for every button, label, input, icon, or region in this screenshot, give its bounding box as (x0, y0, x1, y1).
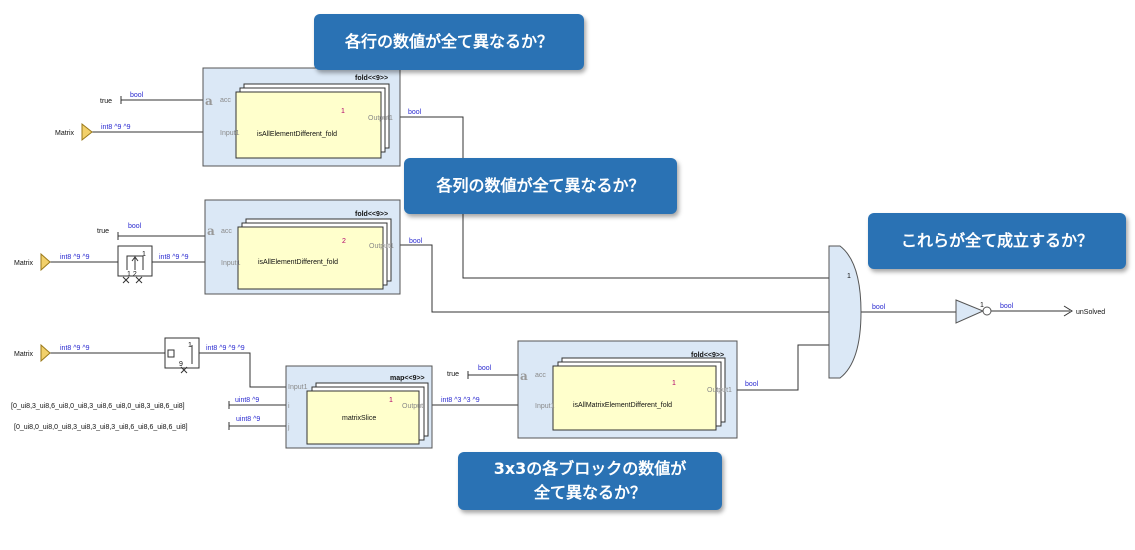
block-number: 1 (389, 397, 393, 404)
input1-port-label: Input1 (535, 403, 555, 410)
j-constant: [0_ui8,0_ui8,0_ui8,3_ui8,3_ui8,3_ui8,6_u… (14, 424, 188, 431)
output1-port-label: Output1 (368, 115, 393, 122)
callout-text: 各行の数値が全て異なるか？ (344, 32, 553, 51)
and-gate[interactable] (828, 245, 862, 379)
bool-type-label: bool (409, 238, 423, 245)
input1-port-label: Input1 (221, 260, 241, 267)
block-function-name: isAllMatrixElementDifferent_fold (573, 402, 672, 409)
output-port-label: Output (402, 403, 423, 410)
type-label: int8 ^9 ^9 (60, 254, 90, 261)
bool-type-label: bool (1000, 303, 1014, 310)
reshape-top-number: 1 (188, 342, 192, 349)
type-label: uint8 ^9 (236, 416, 260, 423)
reshape-block[interactable] (164, 337, 200, 374)
reshape-bottom-number: 9 (179, 361, 183, 368)
acc-port-label: acc (221, 228, 232, 235)
map-header: map<<9>> (390, 375, 425, 382)
output-arrow (1063, 305, 1073, 317)
callout-all: これらが全て成立するか？ (868, 213, 1126, 269)
matrix-input-port-blocks[interactable] (40, 343, 51, 363)
output-label: unSolved (1076, 309, 1105, 316)
callout-blocks: 3x3の各ブロックの数値が 全て異なるか？ (458, 452, 722, 510)
type-label: int8 ^9 ^9 (159, 254, 189, 261)
transpose-block[interactable] (117, 245, 153, 284)
fold-header: fold<<9>> (691, 352, 724, 359)
fold-block-matrix[interactable] (517, 340, 738, 439)
matrix-label: Matrix (14, 260, 34, 267)
callout-text: 3x3の各ブロックの数値が (493, 459, 687, 478)
type-label: int8 ^9 ^9 (101, 124, 131, 131)
acc-port-label: acc (220, 97, 231, 104)
bool-type-label: bool (478, 365, 492, 372)
accumulator-glyph: a (207, 224, 215, 238)
fold-header: fold<<9>> (355, 75, 388, 82)
not-gate[interactable] (955, 299, 992, 324)
bool-type-label: bool (745, 381, 759, 388)
wire-end-bars (117, 96, 469, 430)
acc-port-label: acc (535, 372, 546, 379)
block-function-name: isAllElementDifferent_fold (258, 259, 338, 266)
fold-block-rows[interactable] (202, 67, 401, 167)
bool-type-label: bool (128, 223, 142, 230)
bool-type-label: bool (130, 92, 144, 99)
accumulator-glyph: a (205, 94, 213, 108)
callout-text: 全て異なるか？ (533, 483, 646, 502)
input1-port-label: Input1 (288, 384, 308, 391)
type-label: int8 ^9 ^9 (60, 345, 90, 352)
type-label: uint8 ^9 (235, 397, 259, 404)
true-const-blocks: true (447, 371, 459, 378)
block-function-name: isAllElementDifferent_fold (257, 131, 337, 138)
true-const-cols: true (97, 228, 109, 235)
block-number: 2 (342, 238, 346, 245)
matrix-input-port-rows[interactable] (81, 122, 93, 142)
block-number: 1 (672, 380, 676, 387)
input1-port-label: Input1 (220, 130, 240, 137)
matrix-label: Matrix (14, 351, 34, 358)
output1-port-label: Output1 (707, 387, 732, 394)
bool-type-label: bool (408, 109, 422, 116)
transpose-port-numbers: 1 2 (127, 271, 137, 278)
i-constant: [0_ui8,3_ui8,6_ui8,0_ui8,3_ui8,6_ui8,0_u… (11, 403, 185, 410)
and-gate-number: 1 (847, 273, 851, 280)
callout-text: これらが全て成立するか？ (900, 231, 1093, 250)
matrix-label: Matrix (55, 130, 75, 137)
map-block-slice[interactable] (285, 365, 433, 449)
type-label: int8 ^9 ^9 ^9 (206, 345, 245, 352)
block-function-name: matrixSlice (342, 415, 376, 422)
callout-cols: 各列の数値が全て異なるか？ (404, 158, 677, 214)
callout-text: 各列の数値が全て異なるか？ (436, 176, 645, 195)
matrix-input-port-cols[interactable] (40, 252, 51, 272)
i-port-label: i (288, 403, 290, 410)
output1-port-label: Output1 (369, 243, 394, 250)
true-const-rows: true (100, 98, 112, 105)
not-gate-number: 1 (980, 302, 984, 309)
callout-rows: 各行の数値が全て異なるか？ (314, 14, 584, 70)
fold-block-cols[interactable] (204, 199, 401, 295)
accumulator-glyph: a (520, 369, 528, 383)
type-label: int8 ^3 ^3 ^9 (441, 397, 480, 404)
fold-header: fold<<9>> (355, 211, 388, 218)
bool-type-label: bool (872, 304, 886, 311)
transpose-input-number: 1 (142, 251, 146, 258)
j-port-label: j (287, 424, 290, 431)
block-number: 1 (341, 108, 345, 115)
